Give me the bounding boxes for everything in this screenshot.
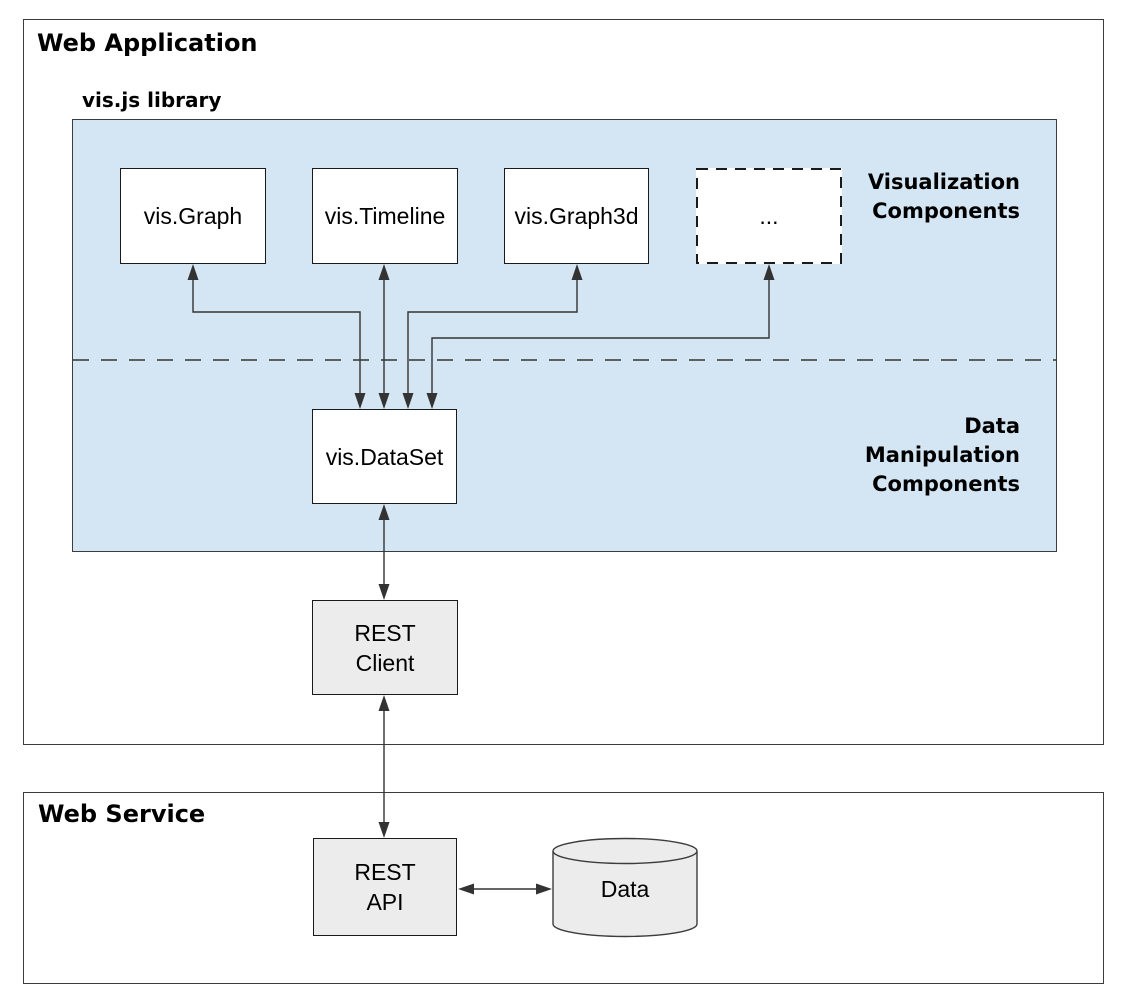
data-store-label: Data	[553, 856, 697, 922]
box-vis-graph: vis.Graph	[120, 168, 266, 264]
box-vis-dataset: vis.DataSet	[312, 409, 457, 504]
visualization-components-label: Visualization Components	[867, 170, 1020, 223]
box-rest-api: REST API	[313, 838, 457, 936]
web-service-title: Web Service	[38, 800, 206, 828]
vis-dataset-label: vis.DataSet	[325, 443, 444, 470]
box-rest-client: REST Client	[312, 600, 458, 695]
more-components-label: ...	[759, 203, 779, 229]
data-store-text: Data	[600, 875, 650, 902]
rest-client-label: REST Client	[354, 619, 416, 676]
box-vis-timeline: vis.Timeline	[312, 168, 458, 264]
box-more-components: ...	[696, 168, 842, 264]
visjs-library-title: vis.js library	[82, 88, 222, 112]
vis-graph3d-label: vis.Graph3d	[514, 203, 639, 229]
vis-graph-label: vis.Graph	[143, 203, 243, 229]
dashed-border	[696, 168, 842, 264]
box-vis-graph3d: vis.Graph3d	[504, 168, 649, 264]
vis-timeline-label: vis.Timeline	[324, 203, 446, 229]
web-application-title: Web Application	[37, 29, 258, 57]
data-manipulation-components-label: Data Manipulation Components	[864, 414, 1020, 496]
rest-api-label: REST API	[354, 859, 416, 915]
